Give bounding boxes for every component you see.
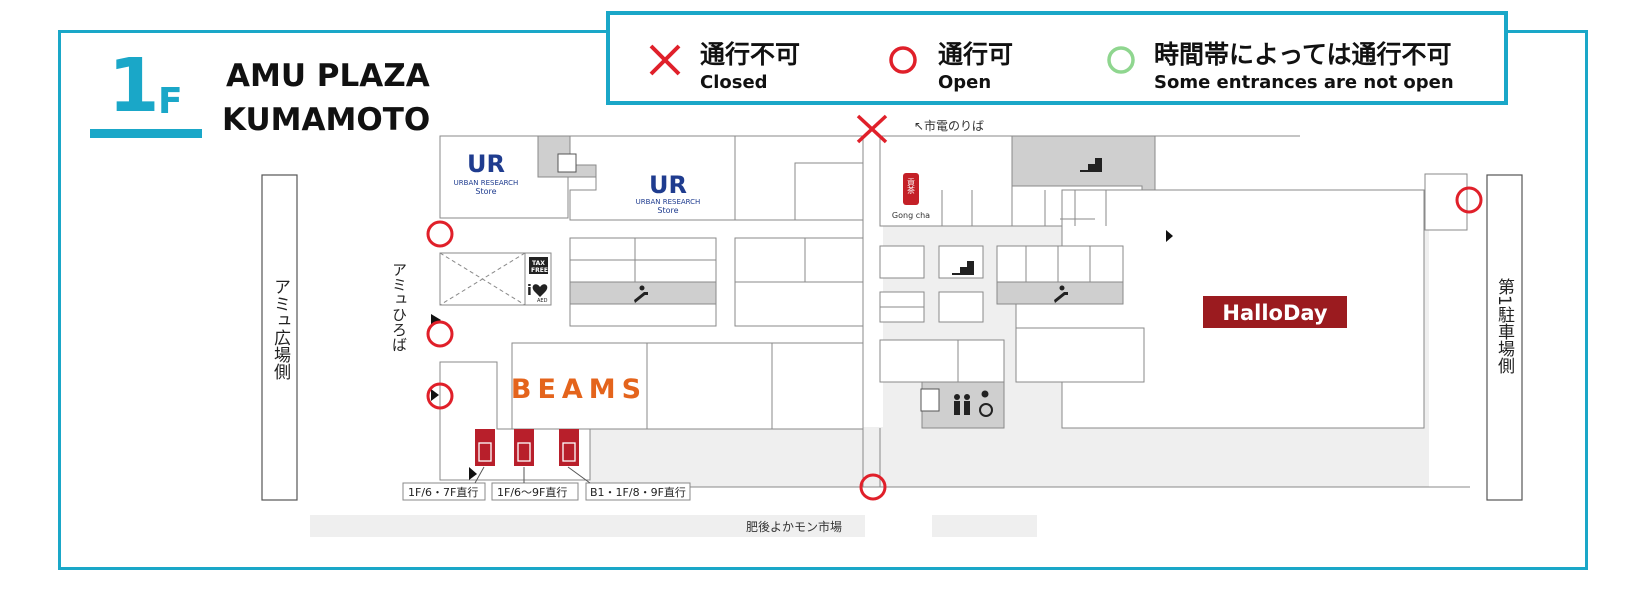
elevator-label-box — [491, 482, 579, 501]
floor-number: 1 — [108, 43, 160, 129]
floor-suffix: F — [158, 81, 183, 122]
gongcha-logo — [903, 173, 919, 205]
legend-partial-jp: 時間帯によっては通行不可 — [1154, 40, 1452, 69]
tax-free-line2: FREE — [531, 267, 548, 274]
halloday-name: HalloDay — [1222, 301, 1328, 325]
stair-area — [1011, 135, 1156, 191]
corridor-shade — [590, 427, 884, 487]
right-side-panel — [1486, 174, 1523, 501]
urban-research-logo-1: UR — [467, 150, 505, 178]
elevator-label-box — [402, 482, 486, 501]
entrance-open-marker — [426, 220, 454, 248]
right-side-label: 第1駐車場側 — [1494, 278, 1515, 374]
gongcha-name: Gong cha — [892, 211, 930, 220]
tram-label: ↖市電のりば — [914, 118, 984, 133]
circle-icon — [889, 46, 917, 74]
store-block — [879, 339, 1005, 383]
urban-research-logo-2: UR — [649, 171, 687, 199]
side-room — [1424, 173, 1468, 231]
elevator-icon — [475, 429, 579, 466]
elevator-icon — [557, 153, 940, 412]
store-beams-block — [511, 342, 864, 430]
aed-label: AED — [537, 298, 548, 304]
entrance-open-marker — [426, 382, 454, 410]
gongcha-logo-text: 貢茶 — [907, 178, 916, 194]
entrance-open-marker — [859, 473, 887, 501]
elevator-label-1: 1F/6・7F直行 — [408, 485, 478, 499]
legend: 通行不可 Closed 通行可 Open 時間帯によっては通行不可 Some e… — [606, 11, 1508, 105]
market-label: 肥後よかモン市場 — [746, 519, 842, 534]
left-side-panel — [261, 174, 298, 501]
stairs-icon — [952, 158, 1102, 275]
info-icon: i — [527, 283, 532, 299]
market-strip — [932, 515, 1037, 537]
legend-open-jp: 通行可 — [938, 40, 1014, 69]
store-block — [1015, 327, 1145, 383]
store-small — [879, 245, 925, 279]
urban-research-store-2: Store — [657, 206, 678, 215]
cross-icon — [649, 44, 681, 76]
store-small — [938, 291, 984, 323]
urban-research-store-1: Store — [475, 187, 496, 196]
floor-underline — [90, 129, 202, 138]
aed-icon — [532, 284, 548, 297]
building-name: AMU PLAZA KUMAMOTO — [222, 54, 430, 142]
building-name-line2: KUMAMOTO — [222, 102, 431, 138]
entrance-open-marker — [1455, 186, 1483, 214]
plaza-label: アミュひろば — [390, 262, 408, 352]
elevator-label-3: B1・1F/8・9F直行 — [590, 485, 686, 499]
beams-logo: BEAMS — [511, 374, 647, 405]
legend-closed-jp: 通行不可 — [700, 40, 801, 69]
legend-open-en: Open — [938, 72, 992, 93]
urban-research-name-1: URBAN RESEARCH — [454, 179, 519, 187]
building-name-line1: AMU PLAZA — [226, 58, 430, 94]
wheelchair-icon — [979, 390, 993, 417]
entrance-open-marker — [426, 320, 454, 348]
market-strip — [310, 515, 865, 537]
tax-free-line1: TAX — [532, 260, 545, 267]
elevator-label-2: 1F/6〜9F直行 — [497, 485, 567, 499]
restroom-icon — [954, 394, 970, 415]
left-side-label: アミュ広場側 — [270, 278, 291, 380]
urban-research-name-2: URBAN RESEARCH — [636, 198, 701, 206]
escalator-area — [996, 281, 1124, 305]
tax-free-icon — [529, 257, 548, 274]
escalator-icon — [634, 285, 1068, 303]
elevator-label-box — [585, 482, 691, 501]
legend-partial-en: Some entrances are not open — [1154, 72, 1454, 93]
legend-closed-en: Closed — [700, 72, 768, 93]
halloday-logo — [1203, 296, 1347, 328]
store-block — [794, 162, 864, 221]
circle-icon — [1107, 46, 1135, 74]
entrance-closed-marker — [856, 114, 888, 144]
